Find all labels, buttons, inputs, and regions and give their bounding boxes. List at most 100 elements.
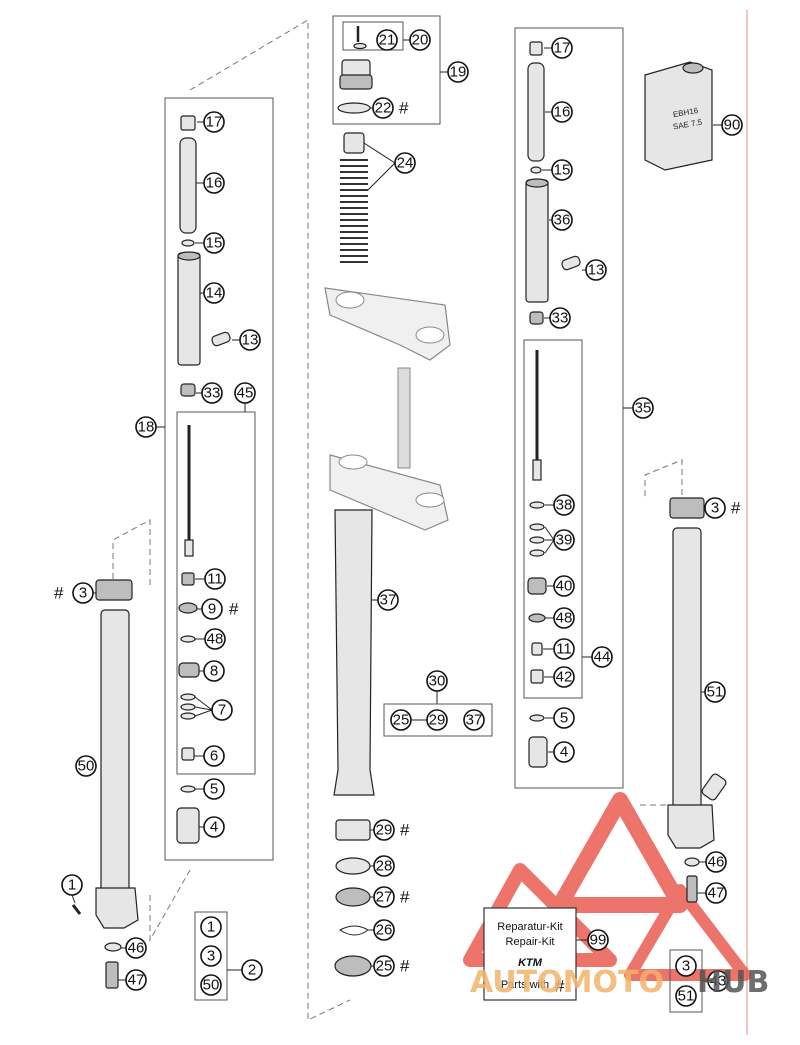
svg-text:5: 5: [210, 781, 218, 798]
svg-text:99: 99: [590, 932, 607, 949]
svg-text:EBH16: EBH16: [672, 106, 699, 119]
svg-text:18: 18: [138, 419, 155, 436]
label-r15: 15: [542, 159, 573, 181]
hash-27: #: [400, 888, 410, 907]
svg-text:1: 1: [207, 919, 215, 936]
svg-text:29: 29: [376, 822, 393, 839]
box-45: [176, 411, 256, 775]
svg-text:15: 15: [206, 235, 223, 252]
label-1: 1: [61, 874, 83, 904]
left-labels: 17 16 15 14 13 33 45 18 11 9 48 8 7 6 5 …: [61, 111, 261, 991]
label-29-kit: 29: [411, 709, 448, 731]
svg-text:29: 29: [429, 712, 446, 729]
label-r13: 13: [582, 259, 607, 281]
kit-mark: #: [555, 977, 565, 996]
svg-text:50: 50: [78, 758, 95, 775]
label-r39: 39: [544, 526, 575, 554]
svg-text:26: 26: [376, 922, 393, 939]
svg-text:AUTOMOTO: AUTOMOTO: [470, 965, 664, 1000]
label-r48: 48: [545, 607, 575, 629]
label-37: 37: [372, 589, 399, 611]
label-3: 3: [72, 582, 96, 604]
label-26: 26: [368, 919, 395, 941]
label-6: 6: [194, 745, 225, 767]
svg-text:30: 30: [429, 673, 446, 690]
box-20: [342, 21, 404, 51]
svg-text:38: 38: [556, 497, 573, 514]
label-11: 11: [195, 568, 226, 590]
svg-text:45: 45: [237, 385, 254, 402]
box-44: [523, 339, 583, 699]
svg-text:20: 20: [412, 32, 429, 49]
svg-text:3: 3: [711, 500, 719, 517]
svg-text:19: 19: [450, 64, 467, 81]
label-r33: 33: [544, 307, 571, 329]
svg-text:17: 17: [206, 114, 223, 131]
svg-text:46: 46: [708, 854, 725, 871]
label-r16: 16: [545, 101, 573, 123]
right-labels: 17 16 15 36 13 33 35 38 39 40 48 11 44 4…: [542, 37, 743, 951]
label-20: 20: [403, 29, 431, 51]
svg-text:1: 1: [68, 877, 76, 894]
label-15: 15: [195, 232, 225, 254]
box-43-labels: 3 51 43: [675, 955, 729, 1007]
label-r99: 99: [576, 929, 609, 951]
label-r42: 42: [544, 666, 575, 688]
label-27: 27: [370, 886, 395, 908]
svg-text:48: 48: [556, 610, 573, 627]
svg-text:33: 33: [204, 385, 221, 402]
svg-text:35: 35: [635, 400, 652, 417]
svg-text:17: 17: [554, 40, 571, 57]
label-13: 13: [232, 329, 261, 351]
kit-line2: Repair-Kit: [506, 936, 555, 948]
label-7: 7: [194, 696, 233, 721]
label-r43: 43: [702, 970, 729, 992]
label-30: 30: [426, 670, 448, 704]
center-parts: [324, 26, 451, 977]
label-18: 18: [135, 416, 165, 438]
label-48: 48: [195, 628, 226, 650]
kit-brand: KTM: [518, 957, 543, 969]
kit-line3: Parts with: [501, 979, 549, 991]
label-r38: 38: [545, 494, 575, 516]
label-5: 5: [195, 778, 225, 800]
svg-text:36: 36: [554, 212, 571, 229]
center-labels: 21 20 19 22 24 37 30 25 29 37 29 28 27 2…: [363, 29, 485, 977]
kit-line1: Reparatur-Kit: [497, 921, 562, 933]
svg-text:11: 11: [556, 641, 572, 658]
svg-text:51: 51: [678, 988, 695, 1005]
svg-text:11: 11: [207, 571, 223, 588]
label-r40: 40: [547, 575, 575, 597]
svg-text:33: 33: [552, 310, 569, 327]
label-r5: 5: [545, 707, 575, 729]
oil-can: EBH16 SAE 7.5: [644, 61, 713, 171]
label-45: 45: [234, 382, 256, 412]
svg-text:44: 44: [594, 649, 611, 666]
svg-text:6: 6: [210, 748, 218, 765]
svg-text:37: 37: [466, 712, 483, 729]
svg-text:48: 48: [207, 631, 224, 648]
hash-25: #: [400, 957, 410, 976]
label-50: 50: [75, 755, 97, 777]
svg-text:15: 15: [554, 162, 571, 179]
box-30: [383, 703, 493, 737]
svg-text:24: 24: [397, 155, 414, 172]
right-cartridge-parts: [525, 41, 727, 903]
label-r35: 35: [623, 397, 654, 419]
label-4: 4: [199, 816, 225, 838]
svg-text:2: 2: [248, 962, 256, 979]
svg-text:16: 16: [554, 104, 571, 121]
box-2: [194, 911, 228, 1001]
repair-kit-box: [483, 907, 577, 1001]
svg-text:3: 3: [207, 948, 215, 965]
label-24: 24: [363, 142, 416, 191]
svg-text:27: 27: [376, 889, 393, 906]
label-47: 47: [118, 969, 147, 991]
label-21: 21: [376, 29, 398, 51]
label-r90: 90: [713, 114, 743, 136]
svg-text:50: 50: [203, 977, 220, 994]
hash-3-right: #: [731, 499, 741, 518]
svg-text:22: 22: [375, 100, 392, 117]
svg-text:40: 40: [556, 578, 573, 595]
